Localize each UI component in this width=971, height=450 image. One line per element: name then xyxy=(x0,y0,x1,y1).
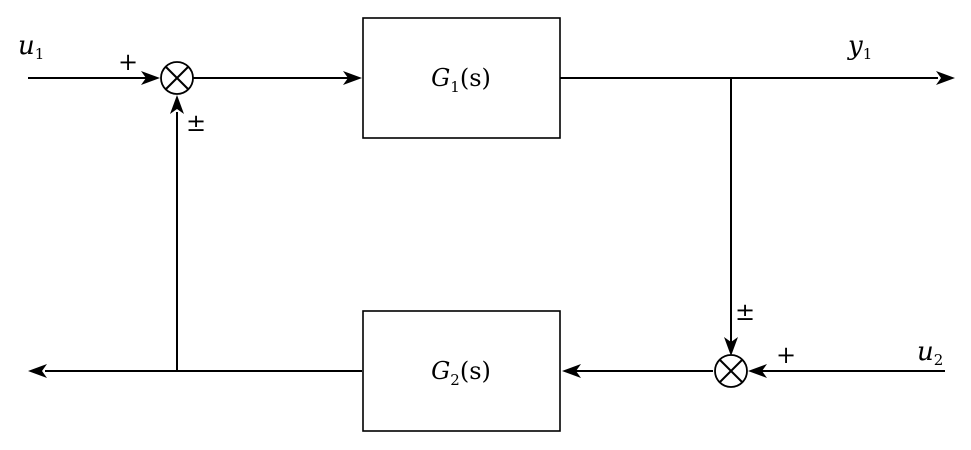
g1-symbol: G xyxy=(431,64,450,92)
g1-box xyxy=(362,17,561,139)
g2-argument: (s) xyxy=(460,357,491,385)
g2-label: G2(s) xyxy=(431,357,491,389)
g2-box xyxy=(362,310,561,432)
arrow-into-g1-icon xyxy=(343,71,362,85)
arrow-left-output-icon xyxy=(28,364,47,378)
block-g2: G2(s) xyxy=(362,310,561,432)
u2-label: u2 xyxy=(917,337,943,369)
sum2-feedback-sign: ± xyxy=(735,298,755,326)
y1-subscript: 1 xyxy=(863,45,873,63)
g1-argument: (s) xyxy=(460,64,491,92)
g1-subscript: 1 xyxy=(450,78,460,96)
arrow-into-sum2-top-icon xyxy=(724,337,738,356)
g2-subscript: 2 xyxy=(450,371,460,389)
y1-label: y1 xyxy=(847,31,872,63)
arrow-into-sum2-right-icon xyxy=(748,364,767,378)
arrow-y1-output-icon xyxy=(936,71,955,85)
summing-junction-1 xyxy=(160,61,194,95)
sum2-cross-b xyxy=(719,359,743,383)
u1-label: u1 xyxy=(18,31,44,63)
summing-junction-2 xyxy=(714,354,748,388)
u2-symbol: u xyxy=(917,337,934,367)
sum1-input-sign: + xyxy=(118,48,138,76)
arrow-into-sum1-bottom-icon xyxy=(170,95,184,114)
arrow-into-g2-icon xyxy=(562,364,581,378)
g2-symbol: G xyxy=(431,357,450,385)
u2-subscript: 2 xyxy=(934,351,944,369)
sum2-input-sign: + xyxy=(776,341,796,369)
sum1-feedback-sign: ± xyxy=(186,109,206,137)
sum1-cross-b xyxy=(165,66,189,90)
block-g1: G1(s) xyxy=(362,17,561,139)
u1-subscript: 1 xyxy=(35,45,45,63)
g1-label: G1(s) xyxy=(431,64,491,96)
arrow-into-sum1-icon xyxy=(141,71,160,85)
u1-symbol: u xyxy=(18,31,35,61)
y1-symbol: y xyxy=(847,31,863,61)
